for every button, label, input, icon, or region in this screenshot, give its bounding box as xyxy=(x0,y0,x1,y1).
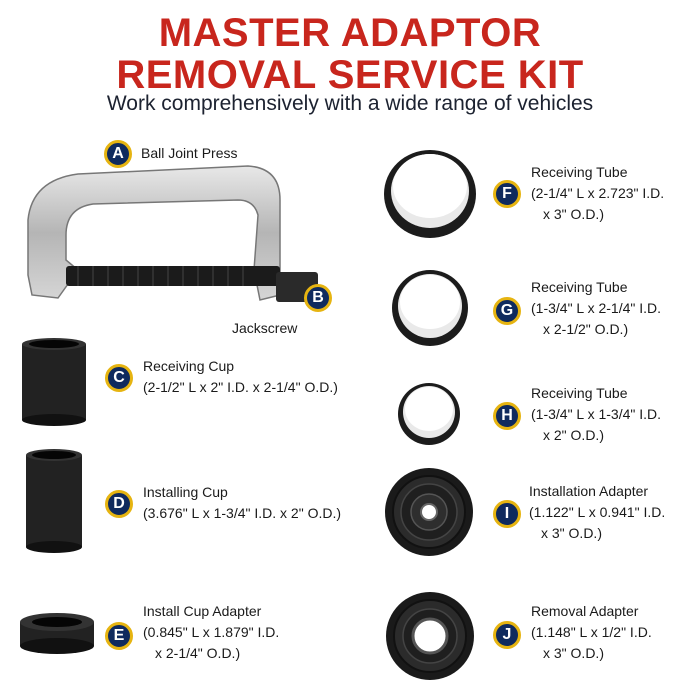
badge-f: F xyxy=(493,180,521,208)
label-installing-cup: Installing Cup (3.676" L x 1-3/4" I.D. x… xyxy=(143,482,341,524)
installation-adapter-spec1: (1.122" L x 0.941" I.D. xyxy=(529,504,666,520)
install-cup-adapter-image xyxy=(20,613,94,654)
label-ball-joint-press: Ball Joint Press xyxy=(141,145,238,161)
receiving-tube-g-name: Receiving Tube xyxy=(531,279,628,295)
badge-a: A xyxy=(104,140,132,168)
receiving-tube-f-image xyxy=(384,150,476,238)
badge-c: C xyxy=(105,364,133,392)
label-receiving-tube-h: Receiving Tube (1-3/4" L x 1-3/4" I.D. x… xyxy=(531,383,661,446)
badge-i: I xyxy=(493,500,521,528)
badge-b: B xyxy=(304,284,332,312)
page-title-line1: MASTER ADAPTOR xyxy=(158,11,542,55)
removal-adapter-spec1: (1.148" L x 1/2" I.D. xyxy=(531,624,652,640)
receiving-tube-f-spec1: (2-1/4" L x 2.723" I.D. xyxy=(531,185,665,201)
badge-g: G xyxy=(493,297,521,325)
label-removal-adapter: Removal Adapter (1.148" L x 1/2" I.D. x … xyxy=(531,601,652,664)
installing-cup-image xyxy=(26,449,82,553)
receiving-tube-f-name: Receiving Tube xyxy=(531,164,628,180)
receiving-tube-h-spec1: (1-3/4" L x 1-3/4" I.D. xyxy=(531,406,662,422)
receiving-tube-h-spec2: x 2" O.D.) xyxy=(543,427,604,443)
receiving-cup-image xyxy=(22,338,86,426)
badge-e: E xyxy=(105,622,133,650)
receiving-tube-g-spec2: x 2-1/2" O.D.) xyxy=(543,321,629,337)
label-receiving-tube-g: Receiving Tube (1-3/4" L x 2-1/4" I.D. x… xyxy=(531,277,661,340)
install-cup-adapter-spec2: x 2-1/4" O.D.) xyxy=(155,645,241,661)
removal-adapter-spec2: x 3" O.D.) xyxy=(543,645,604,661)
badge-h: H xyxy=(493,402,521,430)
receiving-cup-name: Receiving Cup xyxy=(143,358,235,374)
removal-adapter-name: Removal Adapter xyxy=(531,603,639,619)
removal-adapter-image xyxy=(386,592,474,680)
page-subtitle: Work comprehensively with a wide range o… xyxy=(106,92,594,115)
receiving-cup-spec: (2-1/2" L x 2" I.D. x 2-1/4" O.D.) xyxy=(143,379,338,395)
badge-d: D xyxy=(105,490,133,518)
install-cup-adapter-name: Install Cup Adapter xyxy=(143,603,262,619)
installing-cup-spec: (3.676" L x 1-3/4" I.D. x 2" O.D.) xyxy=(143,505,342,521)
badge-j: J xyxy=(493,621,521,649)
label-jackscrew: Jackscrew xyxy=(232,320,298,336)
installation-adapter-spec2: x 3" O.D.) xyxy=(541,525,602,541)
page-title-line2: REMOVAL SERVICE KIT xyxy=(116,53,584,97)
receiving-tube-g-spec1: (1-3/4" L x 2-1/4" I.D. xyxy=(531,300,662,316)
installing-cup-name: Installing Cup xyxy=(143,484,228,500)
ball-joint-press-image xyxy=(27,165,318,302)
label-installation-adapter: Installation Adapter (1.122" L x 0.941" … xyxy=(529,481,665,544)
installation-adapter-name: Installation Adapter xyxy=(529,483,649,499)
label-install-cup-adapter: Install Cup Adapter (0.845" L x 1.879" I… xyxy=(143,601,279,664)
receiving-tube-h-name: Receiving Tube xyxy=(531,385,628,401)
install-cup-adapter-spec1: (0.845" L x 1.879" I.D. xyxy=(143,624,280,640)
receiving-tube-g-image xyxy=(392,270,468,346)
label-receiving-cup: Receiving Cup (2-1/2" L x 2" I.D. x 2-1/… xyxy=(143,356,338,398)
receiving-tube-f-spec2: x 3" O.D.) xyxy=(543,206,604,222)
installation-adapter-image xyxy=(385,468,473,556)
label-receiving-tube-f: Receiving Tube (2-1/4" L x 2.723" I.D. x… xyxy=(531,162,664,225)
receiving-tube-h-image xyxy=(398,383,460,445)
